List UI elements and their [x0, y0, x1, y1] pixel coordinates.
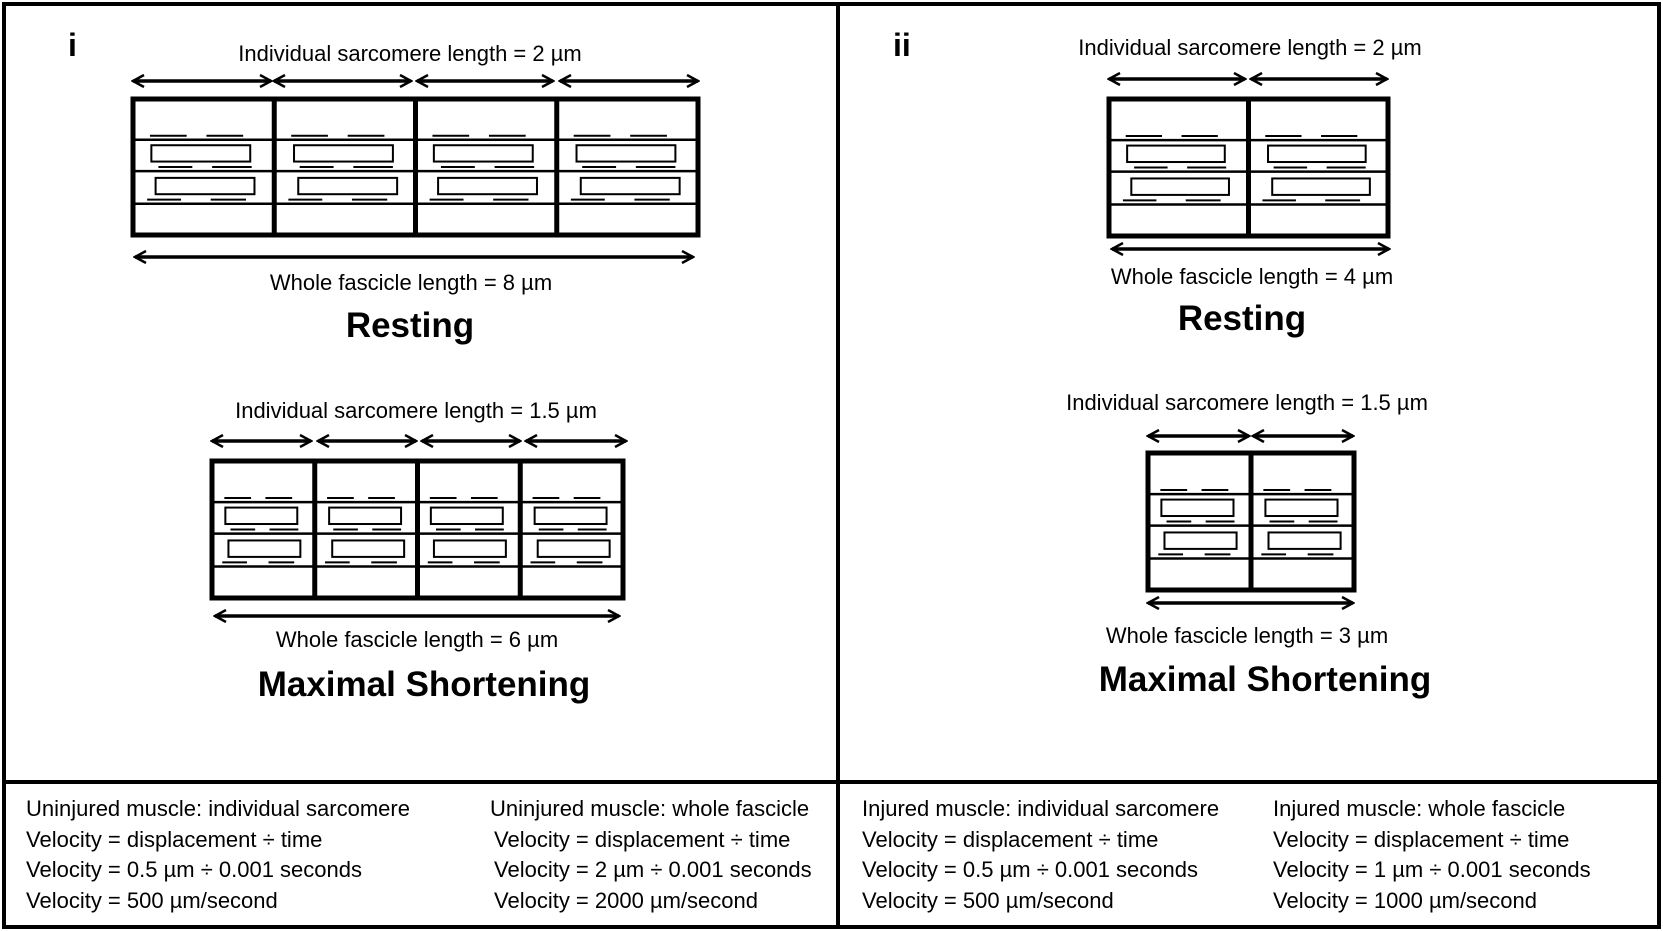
thick-filament [331, 539, 406, 558]
sarcomere [1251, 488, 1354, 560]
footer-line: Velocity = 0.5 µm ÷ 0.001 seconds [862, 857, 1198, 882]
sarcomere [520, 496, 623, 568]
thick-filament [536, 539, 611, 558]
thick-filament [579, 176, 681, 196]
footer-heading: Injured muscle: individual sarcomere [862, 796, 1219, 821]
footer-line: Velocity = 1 µm ÷ 0.001 seconds [1273, 857, 1591, 882]
thick-filament [533, 506, 608, 526]
thick-filament [1271, 177, 1371, 196]
thick-filament [429, 506, 504, 526]
panel-i-shortening-fascicle [209, 458, 626, 601]
footer-line: Velocity = displacement ÷ time [26, 827, 322, 852]
panel-ii-shortening-sarcomere-label: Individual sarcomere length = 1.5 µm [1066, 390, 1428, 415]
thick-filament [1130, 177, 1230, 196]
panel-ii-resting-title: Resting [1178, 299, 1306, 338]
footer-injured-sarcomere: Injured muscle: individual sarcomere Vel… [862, 796, 1219, 913]
footer-line: Velocity = displacement ÷ time [494, 827, 790, 852]
panel-i-resting-fascicle-label: Whole fascicle length = 8 µm [270, 270, 552, 295]
panel-ii-resting-fascicle-label: Whole fascicle length = 4 µm [1111, 264, 1393, 289]
footer-line: Velocity = 2 µm ÷ 0.001 seconds [494, 857, 812, 882]
footer-heading: Injured muscle: whole fascicle [1273, 796, 1565, 821]
panel-ii-resting-sarcomere-label: Individual sarcomere length = 2 µm [1078, 35, 1421, 60]
panel-i-shortening-title: Maximal Shortening [258, 665, 591, 704]
footer-line: Velocity = displacement ÷ time [862, 827, 1158, 852]
panel-ii-shortening-fascicle-label: Whole fascicle length = 3 µm [1106, 623, 1388, 648]
panel-i-shortening-sarcomere-label: Individual sarcomere length = 1.5 µm [235, 398, 597, 423]
panel-i-resting-sarcomere-label: Individual sarcomere length = 2 µm [238, 41, 581, 66]
sarcomere [415, 134, 557, 205]
footer-line: Velocity = 500 µm/second [26, 888, 278, 913]
panel-ii-tag: ii [893, 27, 911, 63]
footer-line: Velocity = 1000 µm/second [1273, 888, 1537, 913]
sarcomere [314, 496, 418, 568]
thick-filament [432, 539, 507, 558]
footer-line: Velocity = 2000 µm/second [494, 888, 758, 913]
sarcomere [1109, 134, 1249, 206]
thick-filament [297, 176, 399, 196]
footer-line: Velocity = displacement ÷ time [1273, 827, 1569, 852]
footer-heading: Uninjured muscle: individual sarcomere [26, 796, 410, 821]
thick-filament [432, 144, 534, 163]
footer-line: Velocity = 0.5 µm ÷ 0.001 seconds [26, 857, 362, 882]
thick-filament [154, 176, 256, 196]
panel-ii-resting-fascicle [1106, 96, 1391, 239]
sarcomere [1148, 488, 1251, 560]
thick-filament [437, 176, 538, 196]
thick-filament [328, 506, 403, 526]
sarcomere [133, 134, 275, 205]
footer-heading: Uninjured muscle: whole fascicle [490, 796, 809, 821]
thick-filament [1264, 498, 1339, 518]
footer-line: Velocity = 500 µm/second [862, 888, 1114, 913]
thick-filament [1267, 531, 1342, 550]
thick-filament [150, 144, 252, 163]
thick-filament [1160, 498, 1235, 518]
thick-filament [1267, 144, 1367, 164]
sarcomere [417, 496, 521, 568]
sarcomere [212, 496, 315, 568]
thick-filament [1126, 144, 1226, 164]
footer-uninjured-sarcomere: Uninjured muscle: individual sarcomere V… [26, 796, 410, 913]
panel-i-shortening-fascicle-label: Whole fascicle length = 6 µm [276, 627, 558, 652]
panel-ii-shortening-fascicle [1145, 450, 1357, 593]
thick-filament [293, 144, 394, 163]
panel-i-resting-title: Resting [346, 306, 474, 345]
sarcomere [556, 134, 698, 205]
thick-filament [227, 539, 302, 558]
panel-i-resting-fascicle [130, 96, 701, 238]
thick-filament [1163, 531, 1238, 550]
sarcomere [274, 134, 416, 205]
thick-filament [575, 144, 677, 163]
panel-i-tag: i [68, 27, 77, 63]
sarcomere [1248, 134, 1388, 206]
footer-uninjured-fascicle: Uninjured muscle: whole fascicle Velocit… [490, 796, 812, 913]
panel-ii-shortening-title: Maximal Shortening [1099, 660, 1432, 699]
footer-injured-fascicle: Injured muscle: whole fascicle Velocity … [1273, 796, 1591, 913]
thick-filament [224, 506, 299, 526]
